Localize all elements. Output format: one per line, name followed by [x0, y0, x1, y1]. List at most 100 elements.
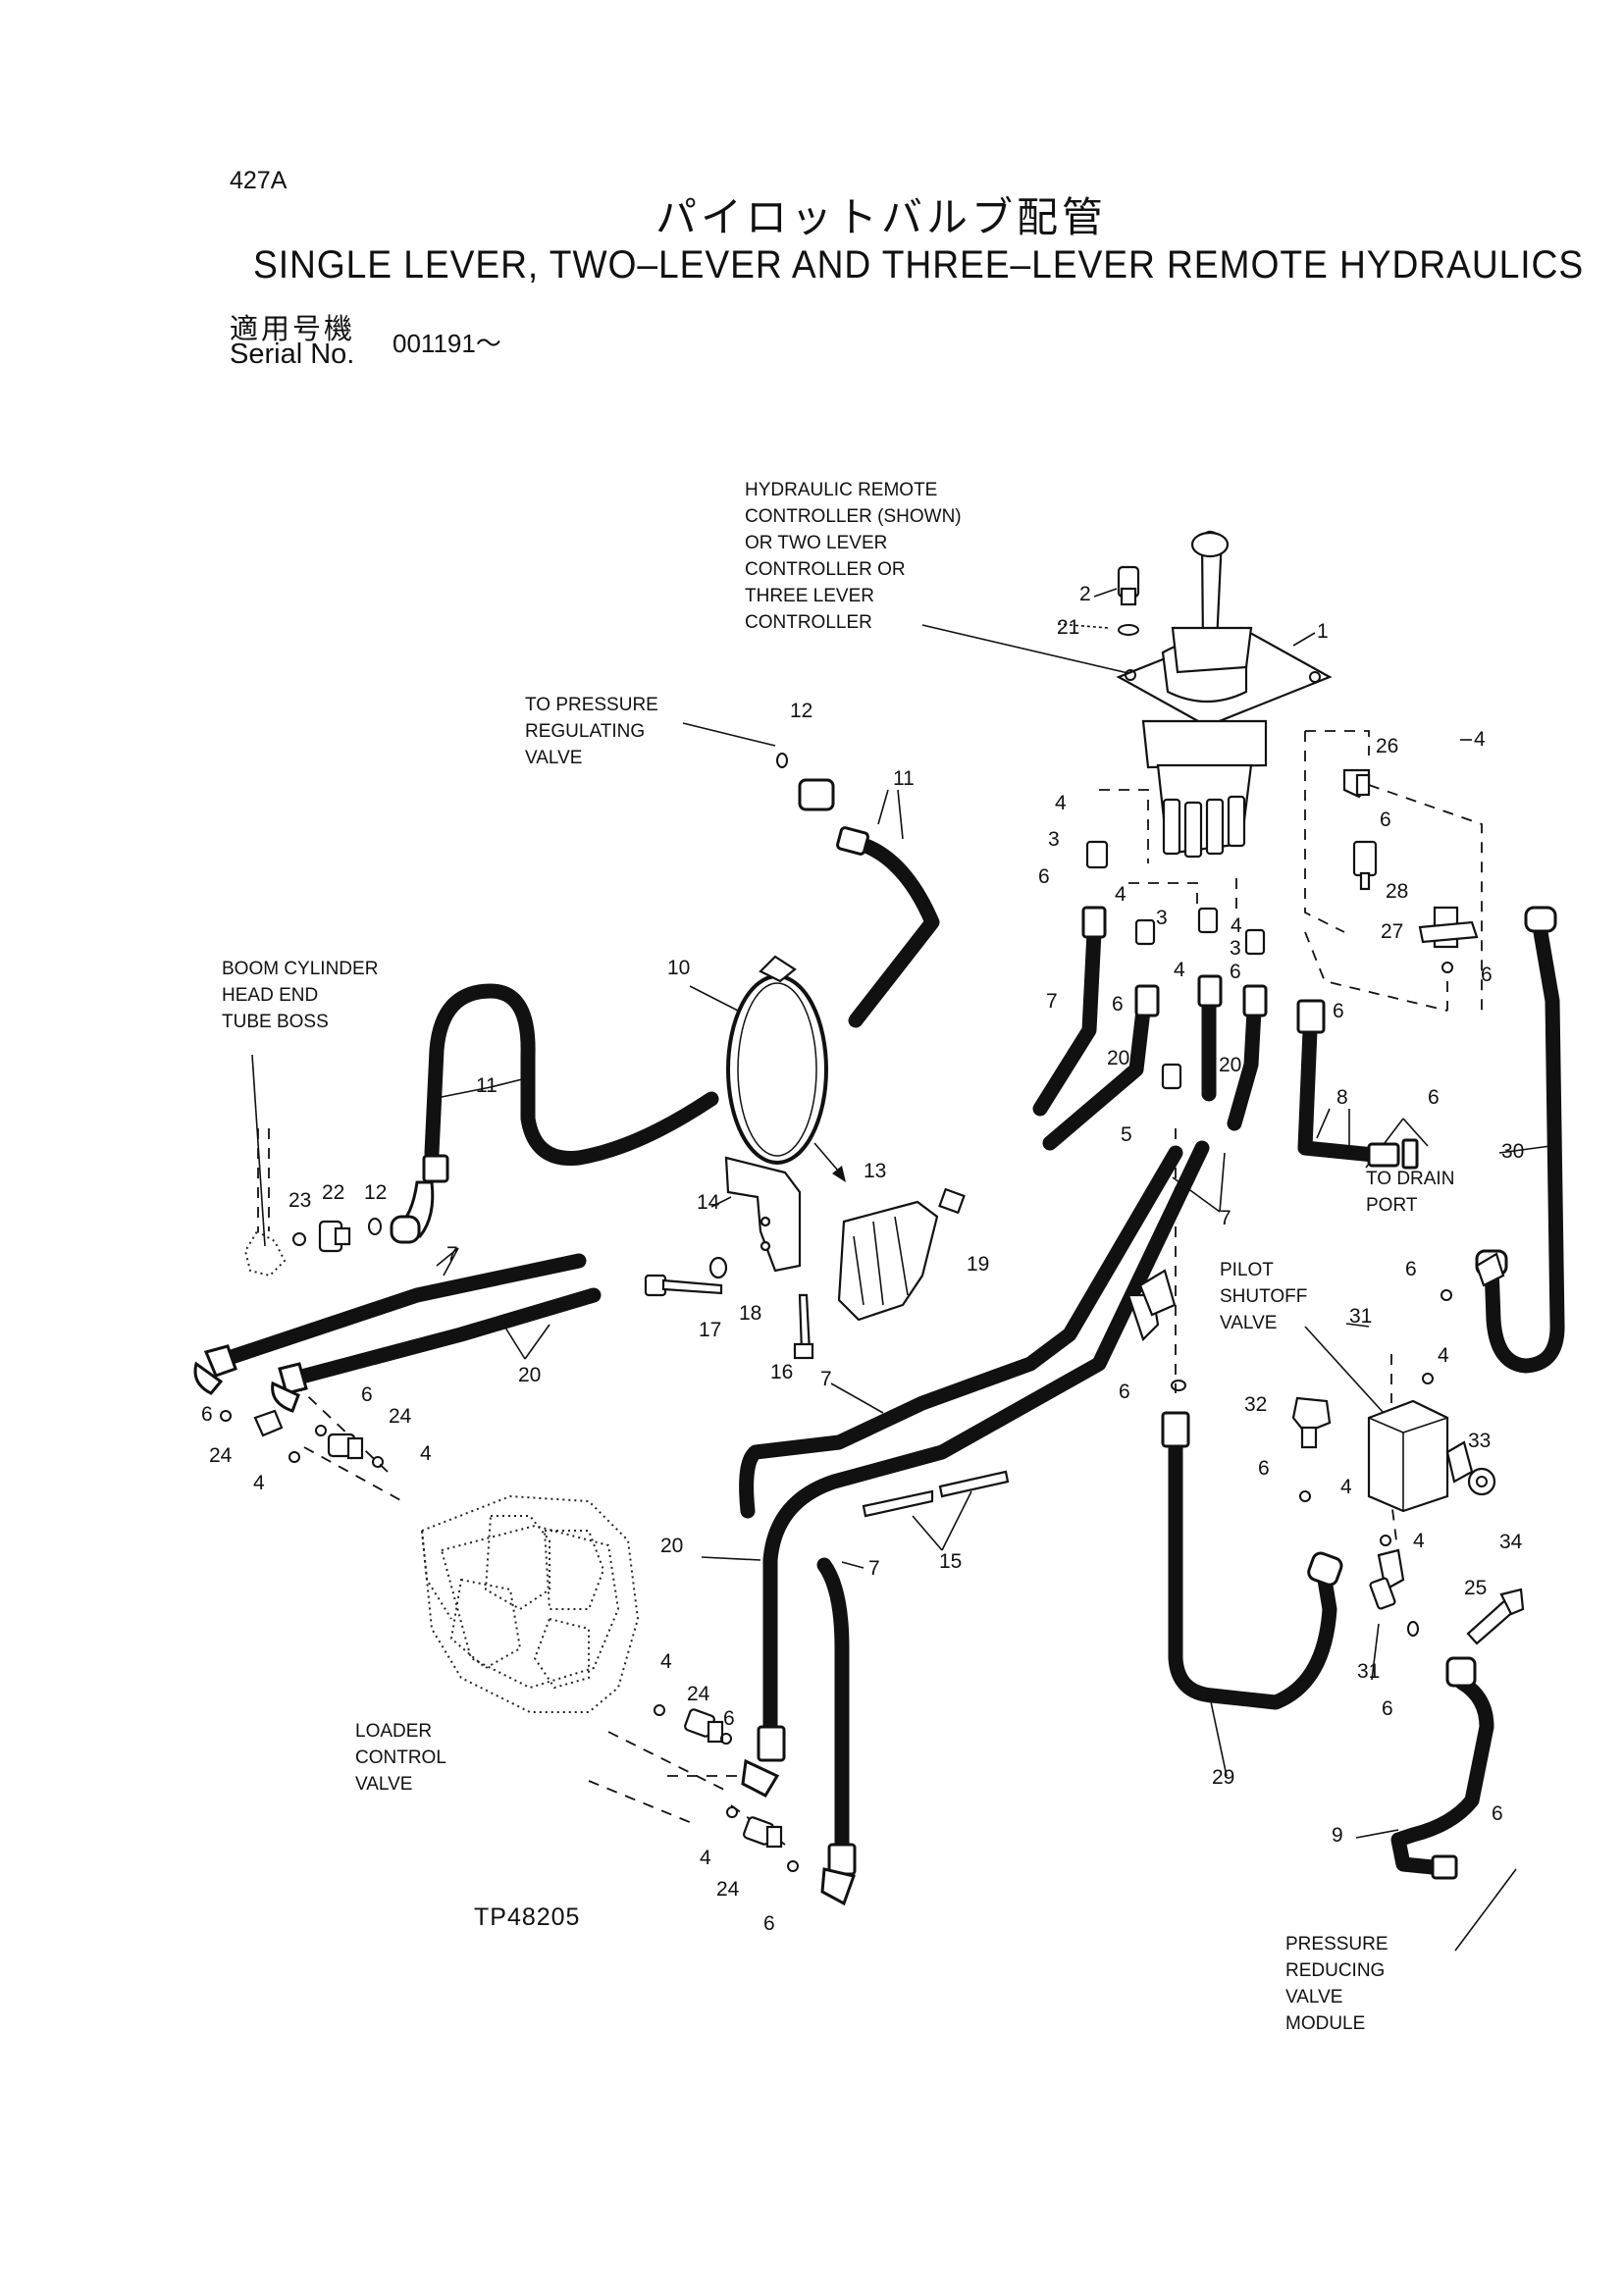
part-number: 6 — [201, 1403, 213, 1426]
part-number: 11 — [893, 767, 915, 790]
part-number: 10 — [667, 957, 690, 979]
part-number: 24 — [209, 1444, 233, 1467]
hose-7-down — [816, 1557, 850, 1862]
callout-loader-valve: LOADER CONTROL VALVE — [355, 1721, 446, 1795]
part-number: 24 — [716, 1878, 740, 1901]
callout-line: BOOM CYLINDER — [222, 959, 378, 979]
part-number: 27 — [1381, 920, 1403, 943]
callout-line: CONTROLLER (SHOWN) — [745, 506, 962, 527]
hose-20-controller — [1042, 1003, 1151, 1151]
part-number: 4 — [1231, 914, 1242, 937]
part-number: 12 — [364, 1181, 387, 1204]
part-number: 6 — [723, 1707, 735, 1730]
callout-line: VALVE — [1220, 1313, 1277, 1333]
part-number: 4 — [1438, 1344, 1449, 1367]
part-number: 6 — [1112, 993, 1124, 1016]
callout-line: PORT — [1366, 1195, 1418, 1216]
part-number: 2 — [1079, 583, 1091, 605]
serial-label-english: Serial No. — [230, 339, 355, 370]
part-number: 6 — [1405, 1258, 1417, 1280]
hoses — [218, 834, 1565, 1875]
part-number: 7 — [1046, 990, 1058, 1013]
part-number: 19 — [967, 1253, 989, 1276]
remote-controller-assembly — [1116, 530, 1333, 859]
pilot-shutoff-valve — [1126, 1252, 1525, 1645]
part-number: 6 — [361, 1383, 373, 1406]
hose-8-drain — [1297, 1022, 1382, 1163]
part-number: 6 — [1382, 1697, 1393, 1720]
part-number: 21 — [1057, 616, 1079, 639]
callout-line: CONTROLLER — [745, 612, 872, 633]
callout-remote-controller: HYDRAULIC REMOTE CONTROLLER (SHOWN) OR T… — [745, 480, 962, 633]
part-number: 17 — [699, 1319, 721, 1341]
part-number: 7 — [868, 1557, 880, 1580]
hose-9 — [1390, 1675, 1494, 1875]
callout-line: REGULATING — [525, 721, 645, 742]
part-number: 4 — [1115, 883, 1126, 906]
hose-7-left — [218, 1253, 587, 1367]
part-number: 24 — [687, 1683, 710, 1705]
part-number: 5 — [1121, 1123, 1132, 1146]
part-number: 31 — [1349, 1305, 1372, 1328]
part-number: 14 — [697, 1191, 720, 1214]
serial-label-japanese: 適用号機 — [230, 312, 356, 345]
part-number: 4 — [1413, 1530, 1425, 1552]
part-number: 4 — [1174, 959, 1185, 981]
loader-control-valve — [420, 1494, 640, 1713]
callout-pressure-regulating: TO PRESSURE REGULATING VALVE — [525, 695, 658, 768]
callout-line: HEAD END — [222, 985, 318, 1006]
part-number: 23 — [288, 1189, 311, 1212]
part-number: 6 — [1481, 964, 1493, 986]
controller-bolt — [1117, 565, 1140, 636]
callout-line: CONTROLLER OR — [745, 559, 906, 580]
drawing-number: TP48205 — [474, 1903, 580, 1931]
part-number: 6 — [763, 1912, 775, 1935]
hose-7-controller — [1032, 924, 1102, 1117]
hose-30 — [1484, 924, 1565, 1374]
part-number: 6 — [1258, 1457, 1270, 1480]
part-number: 4 — [700, 1847, 711, 1869]
part-number: 25 — [1464, 1577, 1487, 1599]
part-number: 7 — [820, 1368, 832, 1390]
part-number: 8 — [1336, 1086, 1348, 1109]
loader-fittings — [220, 1409, 799, 1872]
part-15-tags — [862, 1470, 1010, 1518]
part-number-labels: 1 2 21 4 26 6 28 27 6 12 11 10 11 4 3 6 … — [201, 583, 1524, 1935]
part-number: 11 — [476, 1074, 498, 1097]
hose-7-long — [739, 1145, 1183, 1519]
part-number: 6 — [1038, 865, 1050, 888]
part-number: 6 — [1119, 1381, 1130, 1403]
callout-line: TUBE BOSS — [222, 1012, 329, 1032]
part-number: 9 — [1332, 1824, 1343, 1847]
part-number: 3 — [1048, 828, 1060, 851]
callout-line: VALVE — [525, 748, 582, 768]
part-number: 16 — [770, 1361, 793, 1383]
page-code: 427A — [230, 167, 288, 194]
callout-line: SHUTOFF — [1220, 1286, 1307, 1307]
title-japanese: パイロットバルブ配管 — [655, 193, 1108, 241]
part-number: 6 — [1492, 1802, 1503, 1825]
part-leader-ticks — [436, 588, 1551, 1839]
part-number: 31 — [1357, 1660, 1380, 1683]
strap-and-bracket — [644, 955, 966, 1360]
fittings — [1085, 768, 1479, 1090]
hose-11-lower — [424, 983, 719, 1166]
hose-20-left — [287, 1287, 602, 1386]
callout-line: CONTROL — [355, 1747, 446, 1768]
callout-line: MODULE — [1285, 2013, 1365, 2034]
callout-boom-cylinder: BOOM CYLINDER HEAD END TUBE BOSS — [222, 959, 378, 1032]
part-number: 6 — [1230, 961, 1241, 983]
part-number: 20 — [1219, 1054, 1241, 1076]
part-number: 7 — [1220, 1207, 1231, 1229]
hose-29 — [1168, 1434, 1337, 1710]
part-number: 20 — [1107, 1047, 1129, 1069]
part-number: 4 — [420, 1442, 432, 1465]
part-number: 24 — [389, 1405, 412, 1428]
boom-fittings — [243, 1218, 382, 1277]
part-number: 6 — [1428, 1086, 1440, 1109]
part-number: 28 — [1386, 880, 1408, 903]
hose-7-center — [1227, 1003, 1262, 1131]
hose-11-upper — [846, 834, 940, 1028]
